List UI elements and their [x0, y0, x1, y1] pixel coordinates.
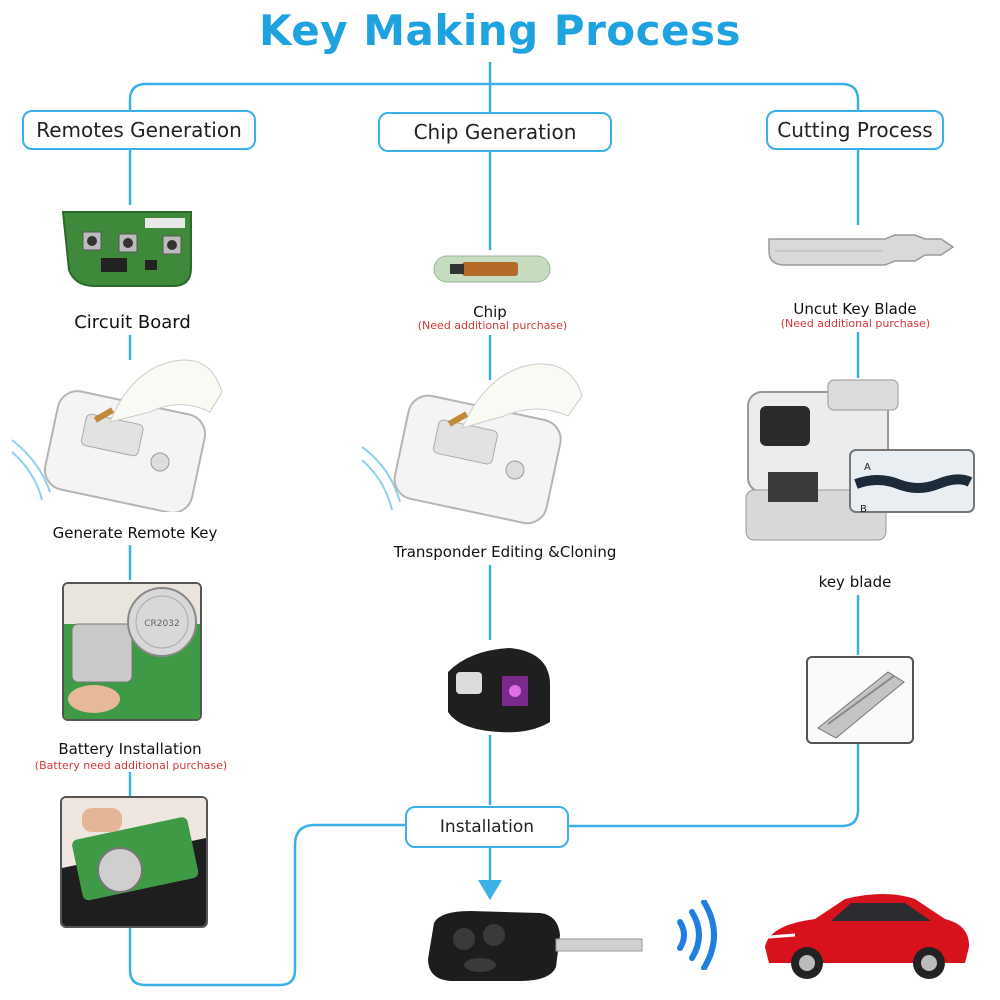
chip-generation-header: Chip Generation — [378, 112, 612, 152]
diagram-title: Key Making Process — [258, 6, 742, 55]
uncut-blade-image — [768, 234, 955, 266]
battery-note: (Battery need additional purchase) — [34, 759, 228, 772]
key-programmer-image — [11, 359, 223, 512]
battery-installation-label: Battery Installation — [58, 740, 202, 758]
transponder-editing-label: Transponder Editing &Cloning — [393, 543, 617, 561]
chip-note: (Need additional purchase) — [417, 319, 568, 332]
transponder-chip-image — [448, 648, 550, 733]
red-car-image — [765, 894, 970, 979]
chip-label: Chip — [473, 303, 507, 321]
svg-text:CR2032: CR2032 — [144, 619, 179, 629]
uncut-key-blade-label: Uncut Key Blade — [793, 300, 917, 318]
wireless-signal-icon — [677, 900, 717, 970]
key-programmer-image — [361, 363, 583, 525]
generate-remote-key-label: Generate Remote Key — [52, 524, 218, 542]
cutting-machine-image: A B — [745, 379, 975, 541]
key-blade-image — [806, 656, 914, 744]
machine-label-a: A — [864, 462, 871, 473]
remotes-generation-header: Remotes Generation — [22, 110, 256, 150]
cutting-process-header: Cutting Process — [766, 110, 944, 150]
transponder-chip-image — [433, 255, 551, 283]
machine-label-b: B — [860, 504, 867, 515]
key-blade-label: key blade — [818, 573, 892, 591]
circuit-board-label: Circuit Board — [74, 312, 191, 333]
installation-box: Installation — [405, 806, 569, 848]
key-shell-image — [60, 796, 208, 928]
battery-image: CR2032 — [62, 582, 202, 721]
blade-note: (Need additional purchase) — [780, 317, 931, 330]
circuit-board-image — [61, 211, 192, 287]
flip-key-image — [428, 911, 643, 981]
